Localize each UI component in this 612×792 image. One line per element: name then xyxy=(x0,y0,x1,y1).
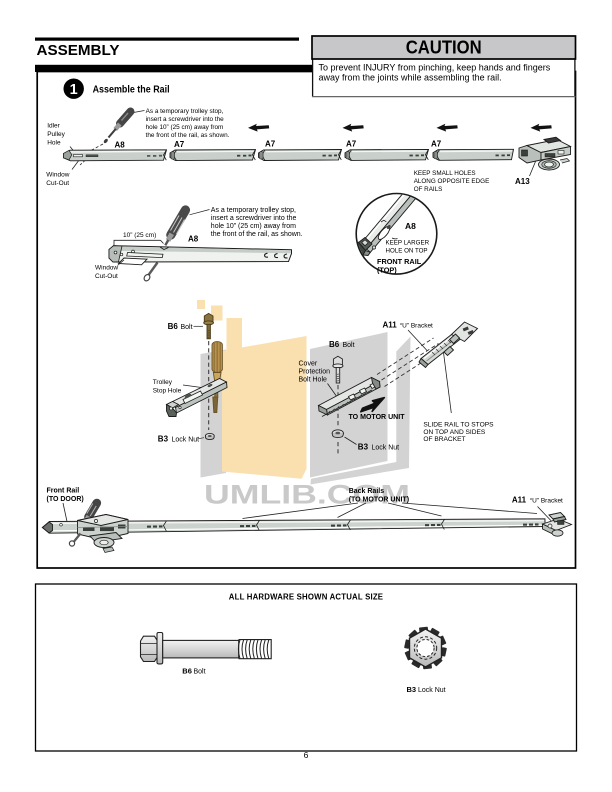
svg-text:Lock Nut: Lock Nut xyxy=(372,444,400,451)
svg-text:B6: B6 xyxy=(329,340,340,349)
svg-text:ALONG OPPOSITE EDGE: ALONG OPPOSITE EDGE xyxy=(414,178,490,185)
svg-text:B3: B3 xyxy=(407,685,417,694)
svg-text:Assemble the Rail: Assemble the Rail xyxy=(93,84,170,95)
svg-text:“U” Bracket: “U” Bracket xyxy=(530,498,563,505)
svg-text:Bolt Hole: Bolt Hole xyxy=(299,376,328,383)
svg-text:insert a screwdriver into the: insert a screwdriver into the xyxy=(146,116,225,123)
svg-text:B6: B6 xyxy=(168,322,179,331)
svg-text:KEEP SMALL HOLES: KEEP SMALL HOLES xyxy=(414,170,476,177)
svg-text:the front of the rail, as show: the front of the rail, as shown. xyxy=(146,132,230,139)
svg-text:10” (25 cm): 10” (25 cm) xyxy=(123,232,156,239)
svg-text:Lock Nut: Lock Nut xyxy=(172,437,200,444)
svg-text:hole 10” (25 cm) away from: hole 10” (25 cm) away from xyxy=(211,223,296,230)
svg-text:A8: A8 xyxy=(115,141,126,150)
svg-text:A11: A11 xyxy=(383,320,398,329)
svg-text:1: 1 xyxy=(70,82,78,98)
svg-text:A13: A13 xyxy=(515,177,530,186)
svg-text:CAUTION: CAUTION xyxy=(406,37,482,57)
svg-text:Front Rail: Front Rail xyxy=(47,488,80,495)
svg-text:As a temporary trolley stop,: As a temporary trolley stop, xyxy=(146,108,224,115)
svg-text:B3: B3 xyxy=(358,442,369,451)
svg-text:B6: B6 xyxy=(182,666,192,675)
svg-text:A7: A7 xyxy=(346,140,357,149)
svg-text:ALL HARDWARE SHOWN ACTUAL SIZE: ALL HARDWARE SHOWN ACTUAL SIZE xyxy=(229,593,383,602)
svg-text:6: 6 xyxy=(304,750,309,760)
svg-text:Window: Window xyxy=(46,172,69,179)
svg-text:OF RAILS: OF RAILS xyxy=(414,186,443,193)
svg-text:insert a screwdriver into the: insert a screwdriver into the xyxy=(211,215,297,222)
svg-text:A7: A7 xyxy=(174,140,185,149)
svg-text:Bolt: Bolt xyxy=(181,324,193,331)
svg-text:A7: A7 xyxy=(431,140,442,149)
svg-text:(TO DOOR): (TO DOOR) xyxy=(47,496,84,503)
svg-text:Stop Hole: Stop Hole xyxy=(153,388,182,395)
svg-text:Idler: Idler xyxy=(47,122,60,129)
svg-text:Trolley: Trolley xyxy=(153,379,173,386)
svg-text:Cover: Cover xyxy=(299,360,318,367)
svg-text:A11: A11 xyxy=(512,496,527,505)
svg-text:HOLE ON TOP: HOLE ON TOP xyxy=(386,248,428,255)
svg-text:the front of the rail, as show: the front of the rail, as shown. xyxy=(211,231,303,238)
svg-text:OF BRACKET: OF BRACKET xyxy=(423,436,465,443)
svg-text:As a temporary trolley stop,: As a temporary trolley stop, xyxy=(211,207,296,214)
svg-text:Lock Nut: Lock Nut xyxy=(418,687,446,694)
svg-text:KEEP LARGER: KEEP LARGER xyxy=(386,240,430,247)
svg-text:(TOP): (TOP) xyxy=(377,266,397,275)
svg-text:B3: B3 xyxy=(158,435,169,444)
svg-text:Bolt: Bolt xyxy=(343,342,355,349)
svg-text:Back Rails: Back Rails xyxy=(349,488,385,495)
svg-text:UMLIB.COM: UMLIB.COM xyxy=(204,480,410,510)
svg-text:ON TOP AND SIDES: ON TOP AND SIDES xyxy=(423,429,486,436)
svg-text:A8: A8 xyxy=(405,221,416,231)
svg-text:Window: Window xyxy=(95,265,118,272)
svg-text:A8: A8 xyxy=(188,235,199,244)
svg-text:A7: A7 xyxy=(265,140,276,149)
svg-text:Protection: Protection xyxy=(299,368,331,375)
svg-text:ASSEMBLY: ASSEMBLY xyxy=(37,42,120,59)
svg-text:away from the joints while ass: away from the joints while assembling th… xyxy=(319,73,502,83)
svg-text:Cut-Out: Cut-Out xyxy=(95,273,118,280)
svg-text:Pulley: Pulley xyxy=(47,131,65,138)
svg-text:FRONT RAIL: FRONT RAIL xyxy=(377,257,422,266)
svg-text:“U” Bracket: “U” Bracket xyxy=(400,322,433,329)
svg-text:hole 10” (25 cm) away from: hole 10” (25 cm) away from xyxy=(146,124,224,131)
svg-text:(TO MOTOR UNIT): (TO MOTOR UNIT) xyxy=(349,496,409,503)
svg-text:Hole: Hole xyxy=(47,139,61,146)
svg-text:Bolt: Bolt xyxy=(194,668,206,675)
svg-text:Cut-Out: Cut-Out xyxy=(46,180,69,187)
svg-text:TO MOTOR UNIT: TO MOTOR UNIT xyxy=(349,412,405,421)
svg-text:SLIDE RAIL TO STOPS: SLIDE RAIL TO STOPS xyxy=(423,422,494,429)
svg-text:To prevent INJURY from pinchin: To prevent INJURY from pinching, keep ha… xyxy=(319,63,551,73)
